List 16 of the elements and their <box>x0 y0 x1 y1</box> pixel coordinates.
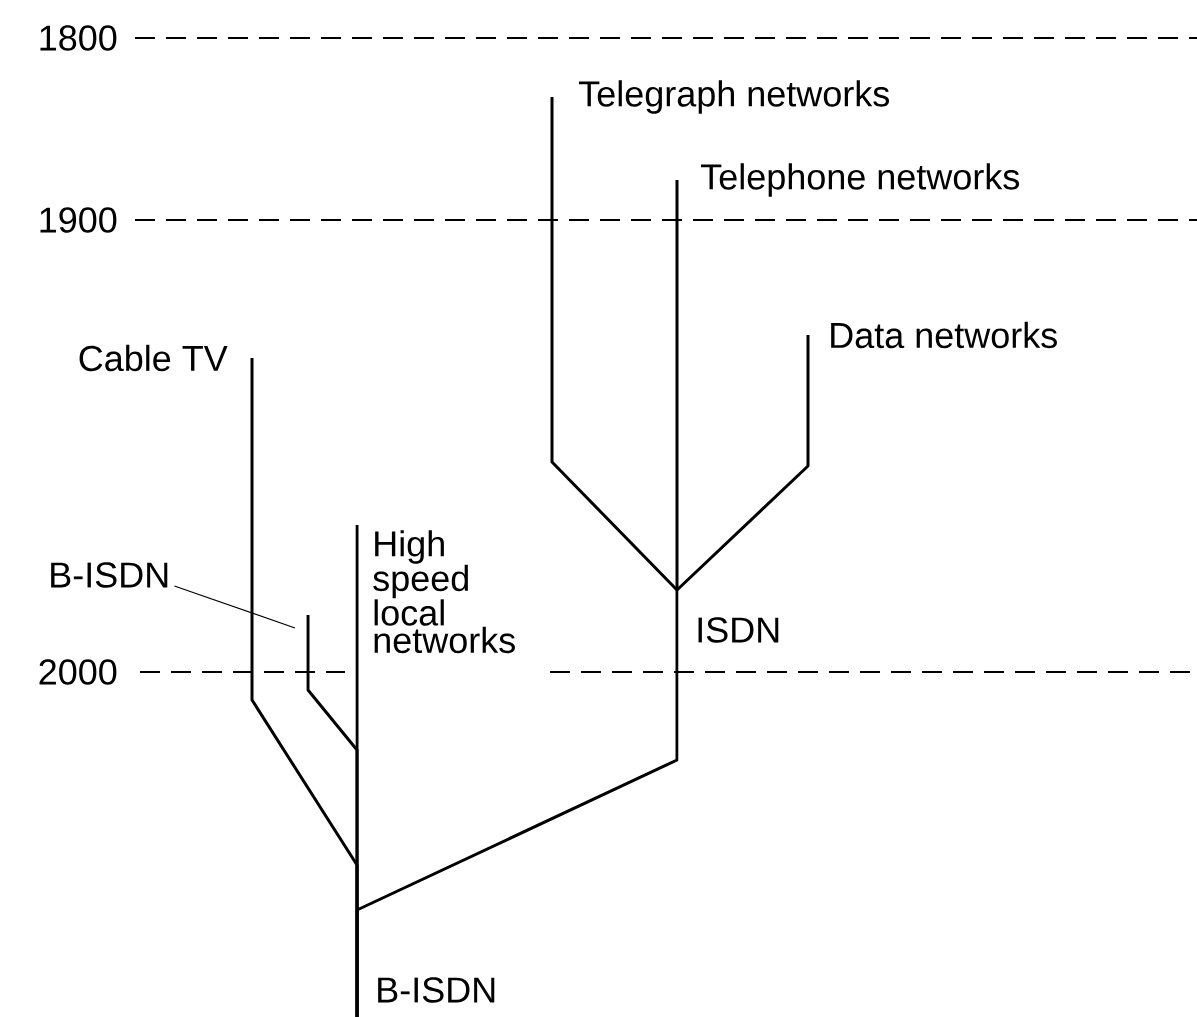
branch-line <box>675 335 810 592</box>
year-label: 2000 <box>39 659 117 685</box>
branch-label: Cable TV <box>79 344 228 372</box>
branch-label: Data networks <box>831 321 1057 349</box>
branch-line <box>550 97 679 592</box>
year-label: 1800 <box>40 25 117 51</box>
leader-line <box>173 585 296 629</box>
branch-label: High speed local networks <box>373 530 515 654</box>
branch-label: ISDN <box>698 617 779 643</box>
branch-line <box>675 180 679 590</box>
branch-label: Telegraph networks <box>579 80 889 114</box>
branch-label: B-ISDN <box>378 977 495 1003</box>
branch-label: Telephone networks <box>701 163 1019 197</box>
year-label: 1900 <box>40 207 117 233</box>
branch-line <box>306 615 359 1017</box>
branch-label: B-ISDN <box>51 562 168 588</box>
